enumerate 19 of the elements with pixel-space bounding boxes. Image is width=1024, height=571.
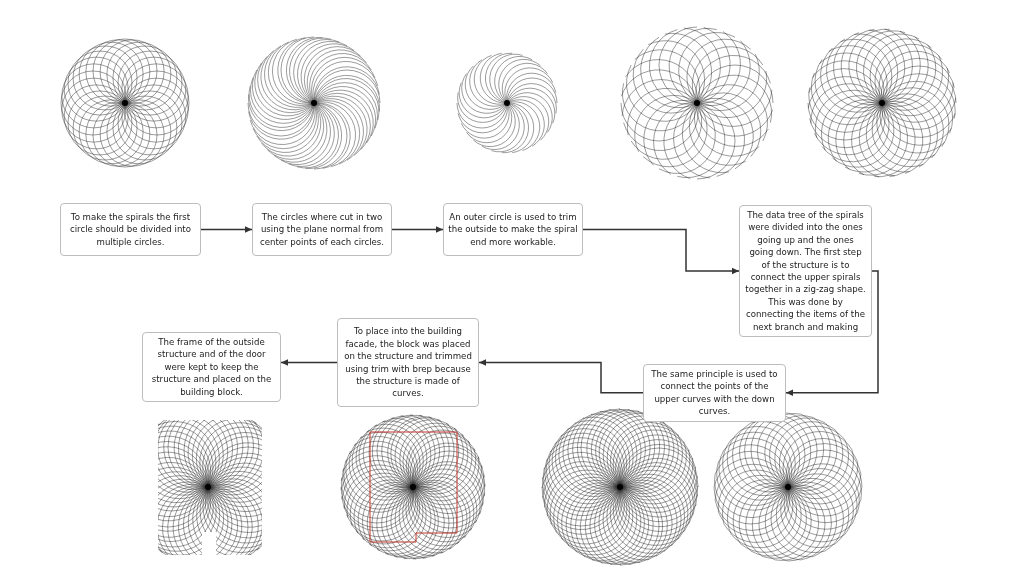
step-text: The frame of the outside structure and of the door were kept to keep the structure and placed on the building block. <box>150 336 273 399</box>
step-text: The same principle is used to connect the points of the upper curves with the down curves. <box>650 368 779 418</box>
step-text: The data tree of the spirals were divided into the ones going up and the ones going down. The first step of the structure is to connect the upper spirals together in a zig-zag shape. This was done by connecting the items of the next branch and making <box>744 209 867 334</box>
arrow <box>582 228 740 275</box>
step-text: The circles where cut in two using the plane normal from center points of each circles. <box>258 210 385 249</box>
process-box <box>142 332 281 403</box>
arrow <box>478 359 644 394</box>
arrow <box>280 359 338 366</box>
process-box <box>643 364 786 422</box>
process-box <box>337 318 479 407</box>
arrow <box>785 270 879 396</box>
arrow <box>200 226 253 233</box>
process-box <box>60 203 201 256</box>
step-text: To make the spirals the first circle should be divided into multiple circles. <box>69 210 192 249</box>
step-text: An outer circle is used to trim the outside to make the spiral end more workable. <box>448 210 578 249</box>
process-box <box>252 203 392 256</box>
arrow <box>391 226 444 233</box>
process-box <box>443 203 583 256</box>
step-text: To place into the building facade, the block was placed on the structure and trimmed using trim with brep because the structure is made of curves. <box>343 325 473 400</box>
